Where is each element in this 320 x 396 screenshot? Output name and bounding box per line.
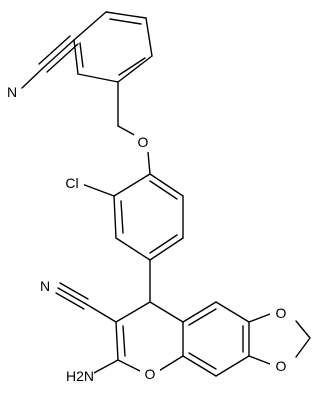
atom-labels: N O Cl N O O O H2N bbox=[4, 84, 292, 386]
atom-o-dioxole-top: O bbox=[276, 305, 287, 321]
label-mask bbox=[60, 174, 84, 192]
bond bbox=[182, 301, 217, 323]
bond bbox=[149, 234, 178, 254]
bond bbox=[117, 55, 153, 83]
bond bbox=[113, 195, 117, 239]
bond bbox=[79, 42, 84, 68]
bond bbox=[182, 355, 217, 377]
atom-o-pyran: O bbox=[145, 366, 156, 382]
bond bbox=[77, 73, 119, 83]
bond bbox=[59, 282, 89, 300]
label-mask bbox=[64, 366, 94, 386]
bond bbox=[149, 301, 184, 323]
bond bbox=[149, 237, 184, 261]
bond bbox=[188, 352, 217, 370]
bond bbox=[149, 173, 184, 197]
bond bbox=[73, 11, 107, 41]
atom-o-ether: O bbox=[138, 134, 149, 150]
bond bbox=[73, 39, 79, 75]
bond bbox=[156, 355, 184, 373]
bond bbox=[46, 43, 79, 73]
label-mask bbox=[270, 356, 292, 376]
bond bbox=[91, 359, 119, 375]
atom-n-nitrile-mid: N bbox=[40, 278, 50, 294]
bond bbox=[188, 308, 217, 326]
bond bbox=[145, 17, 153, 57]
bond bbox=[81, 183, 115, 197]
label-mask bbox=[36, 276, 54, 296]
bond bbox=[55, 292, 85, 310]
bond bbox=[21, 67, 44, 89]
atom-cl: Cl bbox=[65, 175, 78, 191]
atom-nh2: H2N bbox=[66, 368, 94, 384]
bond bbox=[295, 337, 311, 358]
bonds bbox=[21, 11, 311, 377]
label-mask bbox=[270, 304, 292, 324]
bond bbox=[117, 359, 143, 373]
bond bbox=[115, 301, 151, 323]
bond bbox=[122, 325, 126, 357]
bond bbox=[248, 313, 271, 323]
bond bbox=[147, 151, 151, 175]
label-mask bbox=[4, 84, 20, 102]
bond bbox=[113, 173, 151, 197]
bond bbox=[85, 303, 117, 323]
bond bbox=[120, 200, 124, 234]
label-mask bbox=[134, 132, 152, 152]
bond bbox=[149, 180, 178, 200]
bond bbox=[109, 18, 142, 25]
bond bbox=[38, 35, 71, 65]
bond bbox=[115, 237, 151, 261]
atom-o-dioxole-bottom: O bbox=[276, 358, 287, 374]
bond bbox=[57, 287, 87, 305]
bond bbox=[118, 57, 146, 76]
label-mask bbox=[140, 364, 160, 384]
bond bbox=[295, 320, 311, 339]
bond bbox=[42, 39, 75, 69]
bond bbox=[105, 11, 147, 19]
bond bbox=[248, 355, 271, 365]
bond bbox=[215, 301, 250, 323]
atom-n-nitrile-top: N bbox=[7, 84, 17, 100]
bond bbox=[115, 321, 119, 361]
bond bbox=[215, 355, 250, 377]
